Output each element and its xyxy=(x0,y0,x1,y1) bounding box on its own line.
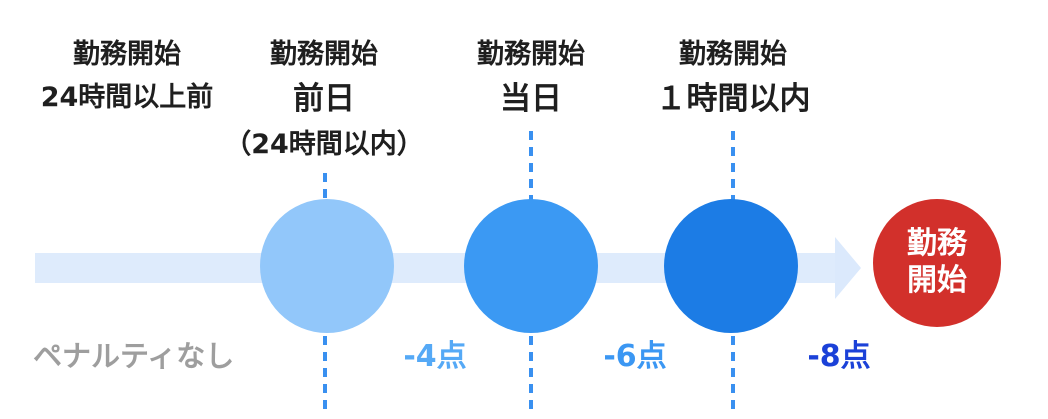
stage1-penalty-label: ペナルティなし xyxy=(33,339,235,373)
timeline-arrow-head-icon xyxy=(835,237,861,299)
work-start-label-line1: 勤務 xyxy=(907,226,967,262)
stage2-heading-line2: 前日 xyxy=(293,81,355,117)
stage4-heading-line2: １時間以内 xyxy=(655,81,811,117)
stage2-dashed-line-bottom xyxy=(323,336,327,413)
stage3-dashed-line-top xyxy=(529,131,533,200)
stage3-penalty-label: -6点 xyxy=(603,339,667,374)
stage3-dashed-line-bottom xyxy=(529,336,533,413)
stage4-penalty-label: -8点 xyxy=(807,339,871,374)
stage3-heading-line2: 当日 xyxy=(500,81,562,117)
stage4-dashed-line-bottom xyxy=(731,336,735,413)
work-start-label-line2: 開始 xyxy=(907,263,967,298)
stage3-circle xyxy=(464,199,598,333)
stage1-heading-line1: 勤務開始 xyxy=(73,39,181,70)
stage2-heading-line1: 勤務開始 xyxy=(270,39,378,70)
stage4-circle xyxy=(664,199,798,333)
stage4-dashed-line-top xyxy=(731,131,735,200)
work-start-circle: 勤務 開始 xyxy=(873,199,1001,327)
stage1-heading-line2: 24時間以上前 xyxy=(40,82,214,113)
stage3-heading-line1: 勤務開始 xyxy=(477,39,585,70)
stage2-circle xyxy=(260,199,394,333)
stage4-heading-line1: 勤務開始 xyxy=(679,39,787,70)
stage2-penalty-label: -4点 xyxy=(403,339,467,374)
stage2-heading-line3: （24時間以内） xyxy=(224,129,424,160)
stage2-dashed-line-top xyxy=(323,173,327,200)
